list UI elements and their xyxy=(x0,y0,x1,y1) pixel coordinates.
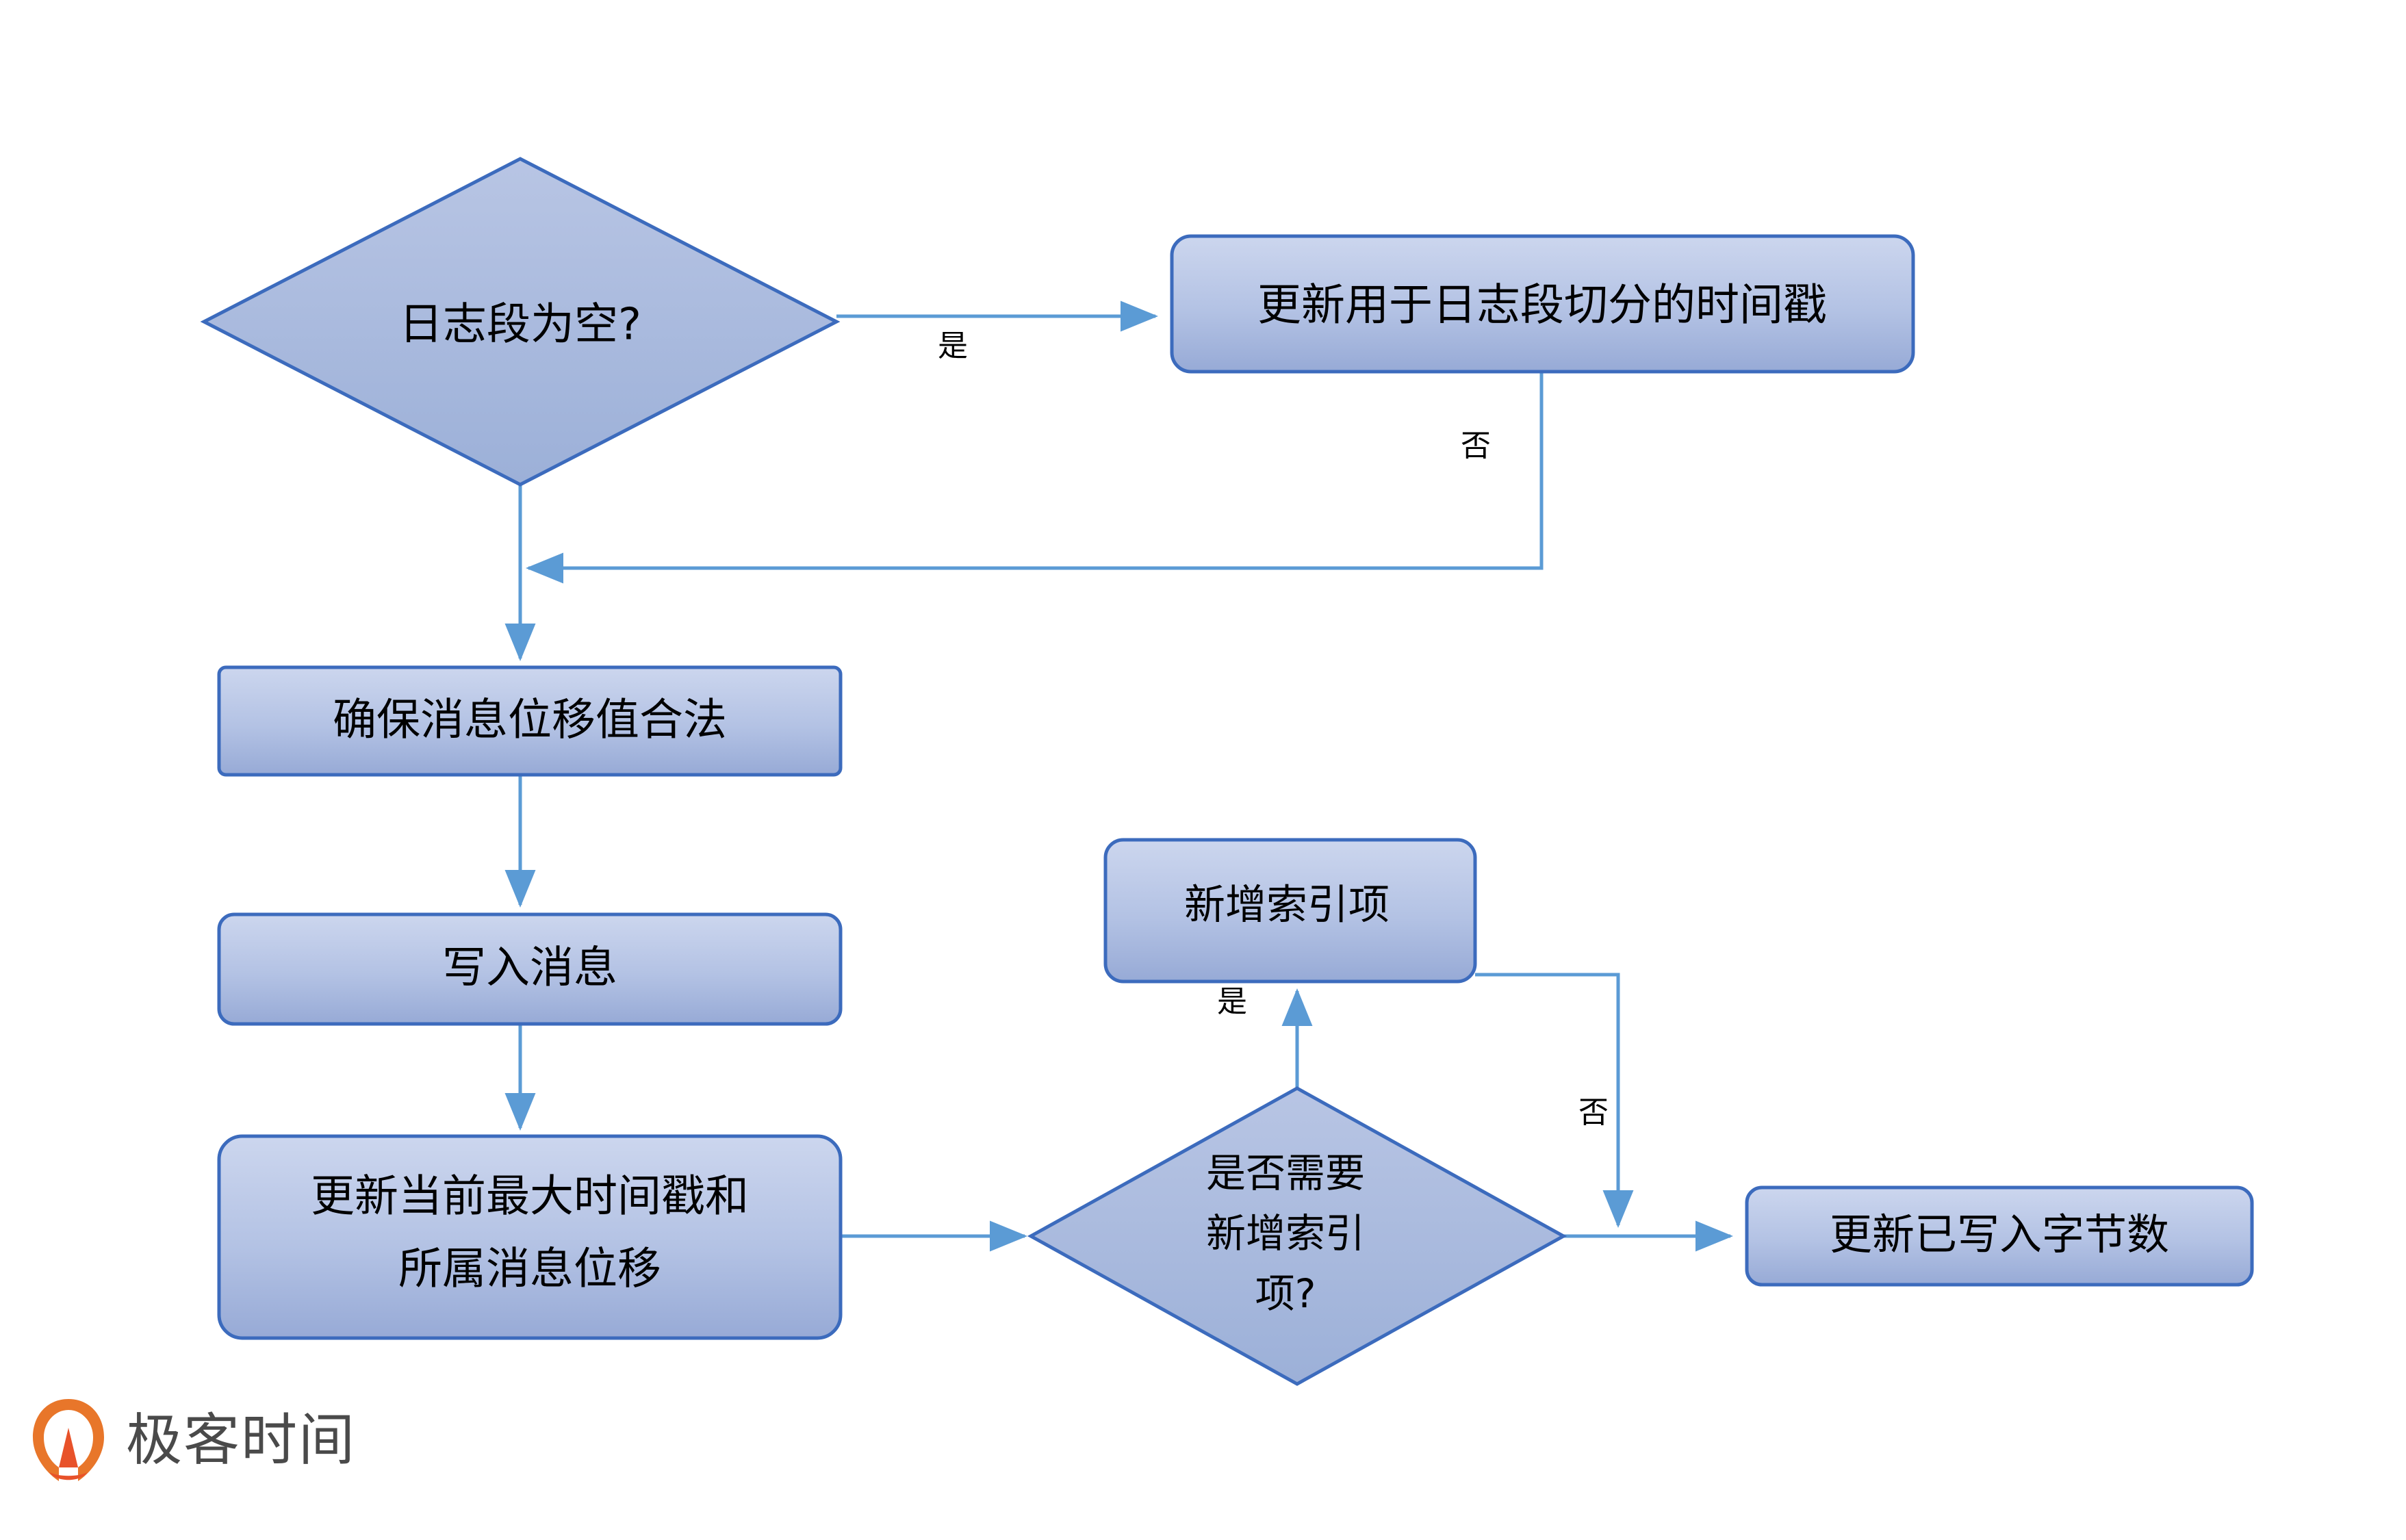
process-shape xyxy=(217,1134,843,1340)
node-label-ensure-offset-valid: 确保消息位移值合法 xyxy=(333,695,727,746)
process-shape xyxy=(1745,1185,2254,1287)
node-label-update-rolling-timestamp: 更新用于日志段切分的时间戳 xyxy=(1257,281,1827,331)
process-shape xyxy=(217,665,843,777)
node-process-add-index-entry[interactable]: 新增索引项 xyxy=(1103,838,1477,984)
edge-label-no-need-index: 否 xyxy=(1578,1095,1609,1130)
node-label-add-index-entry: 新增索引项 xyxy=(1184,882,1390,929)
logo-base xyxy=(49,1472,88,1480)
process-shape xyxy=(1103,838,1477,984)
node-label-need-index-line2: 新增索引 xyxy=(1206,1210,1365,1257)
brand-watermark: 极客时间 xyxy=(29,1396,356,1485)
decision-shape xyxy=(200,157,841,487)
logo-ring xyxy=(33,1399,104,1481)
connector-layer xyxy=(504,300,1734,1252)
node-process-write-message[interactable]: 写入消息 xyxy=(217,912,843,1026)
node-process-update-written-bytes[interactable]: 更新已写入字节数 xyxy=(1745,1185,2254,1287)
node-process-ensure-offset-valid[interactable]: 确保消息位移值合法 xyxy=(217,665,843,777)
node-decision-log-segment-empty[interactable]: 日志段为空? xyxy=(200,157,841,487)
decision-shape xyxy=(1027,1086,1567,1386)
edge-label-no-empty-segment: 否 xyxy=(1461,428,1491,463)
node-process-update-max-timestamp-offset[interactable]: 更新当前最大时间戳和 所属消息位移 xyxy=(217,1134,843,1340)
node-decision-need-new-index-entry[interactable]: 是否需要 新增索引 项? xyxy=(1027,1086,1567,1386)
edge-label-layer: 是 否 是 否 xyxy=(938,329,1609,1130)
edge-label-yes-need-index: 是 xyxy=(1217,984,1247,1019)
process-shape xyxy=(217,912,843,1026)
node-label-update-max-timestamp-line1: 更新当前最大时间戳和 xyxy=(311,1172,749,1222)
node-label-need-index-line3: 项? xyxy=(1255,1270,1316,1317)
node-label-write-message: 写入消息 xyxy=(442,943,617,994)
edge-add-index-entry-to-update-bytes xyxy=(1475,973,1634,1229)
geektime-logo-icon xyxy=(29,1396,108,1485)
edge-update-timestamp-to-ensure-offset xyxy=(525,372,1544,584)
node-label-update-max-timestamp-line2: 所属消息位移 xyxy=(398,1244,661,1295)
edge-label-yes-empty-segment: 是 xyxy=(938,329,968,363)
logo-flame xyxy=(59,1428,78,1467)
node-process-update-rolling-timestamp[interactable]: 更新用于日志段切分的时间戳 xyxy=(1170,234,1915,374)
brand-name: 极客时间 xyxy=(126,1408,357,1473)
process-shape xyxy=(1170,234,1915,374)
node-label-need-index-line1: 是否需要 xyxy=(1206,1150,1365,1196)
node-label-update-written-bytes: 更新已写入字节数 xyxy=(1830,1209,2169,1259)
node-label-log-segment-empty: 日志段为空? xyxy=(399,300,641,350)
